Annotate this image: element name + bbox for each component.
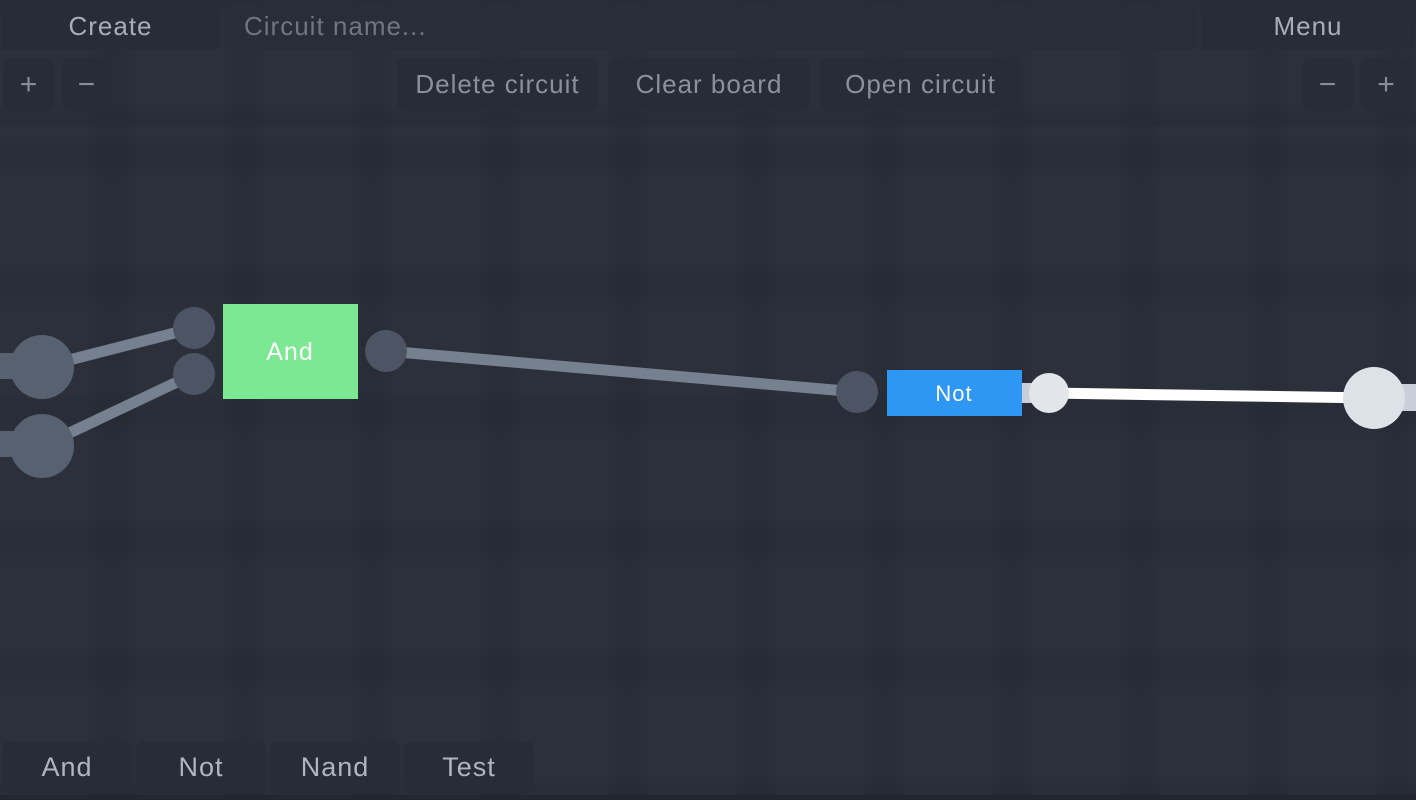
and-gate-label: And: [266, 338, 313, 366]
open-circuit-button[interactable]: Open circuit: [820, 58, 1021, 110]
circuit-name-input[interactable]: [224, 2, 1197, 50]
menu-button-label: Menu: [1273, 10, 1343, 41]
minus-icon: −: [1318, 67, 1338, 101]
wire-not-to-output[interactable]: [1048, 387, 1375, 404]
create-button[interactable]: Create: [1, 2, 220, 50]
zoom-out-button-right[interactable]: −: [1302, 58, 1354, 111]
palette-item-label: Nand: [300, 752, 370, 782]
not-gate[interactable]: [887, 370, 1022, 416]
plus-icon: +: [1377, 67, 1396, 101]
bottom-edge-strip: [0, 795, 1416, 800]
palette-item-label: Test: [442, 752, 496, 782]
palette-item-not[interactable]: Not: [136, 741, 266, 794]
menu-button[interactable]: Menu: [1201, 2, 1415, 50]
wire-and-to-not[interactable]: [385, 345, 858, 398]
zoom-in-button-left[interactable]: +: [3, 58, 55, 111]
palette-item-label: Not: [178, 752, 224, 782]
io-input-node-1[interactable]: [10, 335, 74, 399]
and-gate-input-pin-2[interactable]: [173, 353, 215, 395]
and-gate[interactable]: [223, 304, 358, 399]
palette-item-label: And: [41, 752, 93, 782]
delete-circuit-label: Delete circuit: [415, 68, 580, 99]
plus-icon: +: [19, 67, 39, 101]
open-circuit-label: Open circuit: [845, 68, 996, 99]
and-gate-input-pin-1[interactable]: [173, 307, 215, 349]
io-output-node[interactable]: [1343, 367, 1405, 429]
not-gate-input-pin[interactable]: [836, 371, 878, 413]
palette-item-nand[interactable]: Nand: [270, 741, 400, 794]
clear-board-button[interactable]: Clear board: [608, 58, 810, 110]
create-button-label: Create: [68, 10, 153, 41]
zoom-out-button-left[interactable]: −: [61, 58, 113, 111]
not-gate-label: Not: [935, 381, 972, 406]
palette-item-test[interactable]: Test: [404, 741, 534, 794]
io-input-node-2[interactable]: [10, 414, 74, 478]
and-gate-output-pin[interactable]: [365, 330, 407, 372]
clear-board-label: Clear board: [635, 68, 783, 99]
delete-circuit-button[interactable]: Delete circuit: [397, 58, 598, 110]
zoom-in-button-right[interactable]: +: [1360, 58, 1413, 111]
palette-item-and[interactable]: And: [2, 741, 132, 794]
minus-icon: −: [77, 67, 97, 101]
not-gate-output-pin[interactable]: [1029, 373, 1069, 413]
